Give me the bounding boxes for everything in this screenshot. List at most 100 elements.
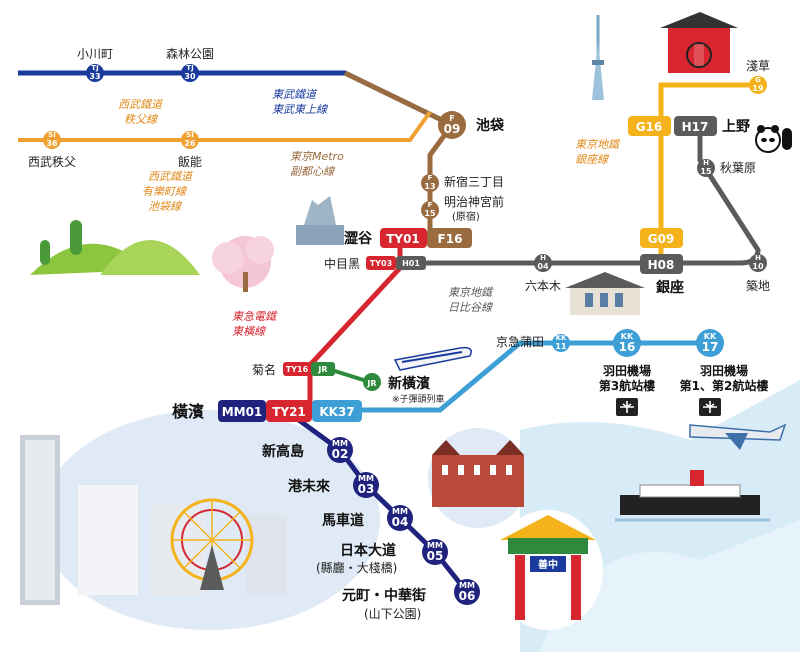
station-code: MM <box>392 507 408 516</box>
cherry-blossom-icon <box>212 236 274 292</box>
station-yokohama: MM01 TY21 KK37 橫濱 <box>172 400 362 422</box>
station-name: 新高島 <box>262 443 304 460</box>
station-code: H <box>540 254 546 262</box>
station-num: 09 <box>444 122 461 136</box>
line-label-seibu-chichibu: 西武鐵道秩父線 <box>118 98 164 126</box>
station-code: MM <box>332 439 348 448</box>
station-asakusa: G 19 淺草 <box>746 59 770 94</box>
station-shinrinkoen: TJ 30 森林公園 <box>166 46 214 82</box>
station-code-hibiya: H08 <box>648 258 675 272</box>
station-ginza: G09 H08 銀座 <box>640 228 684 296</box>
station-name: 西武秩父 <box>28 155 76 169</box>
station-tsukiji: H 10 築地 <box>746 254 770 293</box>
station-code: MM <box>459 581 475 590</box>
skytree-icon <box>592 15 604 100</box>
dog-statue-icon <box>296 196 344 245</box>
station-name: 菊名 <box>252 362 276 377</box>
station-kikuna: TY16 JR 菊名 <box>252 362 335 377</box>
station-subname: (山下公園) <box>364 607 421 621</box>
station-name: 日本大道 <box>340 542 396 559</box>
station-code-mm: MM01 <box>222 405 263 419</box>
station-num: 10 <box>752 262 764 271</box>
station-num: 06 <box>459 589 476 603</box>
station-code-keikyu: KK37 <box>319 405 354 419</box>
line-label-tobu-l2: 東武東上線 <box>272 103 329 116</box>
station-shibuya: TY01 F16 澀谷 <box>344 228 472 248</box>
ginza-building-illustration <box>565 272 645 315</box>
station-num: 30 <box>184 72 196 81</box>
station-minatomirai: MM 03 港未來 <box>288 472 379 498</box>
station-code: F <box>428 201 433 209</box>
station-name: 港未來 <box>288 478 330 495</box>
station-shintakashima: MM 02 新高島 <box>262 437 353 463</box>
station-num: 17 <box>702 340 719 354</box>
station-code: SI <box>48 131 56 139</box>
station-name: 淺草 <box>746 59 770 73</box>
station-name: 橫濱 <box>172 402 204 421</box>
station-num: 19 <box>752 84 764 93</box>
station-num: 02 <box>332 447 349 461</box>
station-roppongi: H 04 六本木 <box>525 254 561 293</box>
station-num: 16 <box>619 340 636 354</box>
station-name: 京急蒲田 <box>496 334 544 349</box>
station-shinyokohama: JR 新橫濱 ※子彈頭列車 <box>363 373 445 405</box>
station-name: 馬車道 <box>322 512 364 529</box>
station-name: 羽田機場第1、第2航站樓 <box>680 363 769 393</box>
station-code: MM <box>358 474 374 483</box>
station-ueno: G16 H17 上野 <box>628 116 750 136</box>
station-num: 13 <box>424 182 435 191</box>
brick-warehouse-illustration <box>428 428 528 528</box>
station-hanno: SI 26 飯能 <box>178 131 202 169</box>
station-name: 銀座 <box>656 279 684 296</box>
station-shinjuku3: F 13 新宿三丁目 <box>421 174 504 192</box>
station-name: 小川町 <box>77 47 113 61</box>
airplane-illustration <box>689 423 787 450</box>
station-num: 36 <box>46 139 58 148</box>
station-name: 池袋 <box>476 117 505 134</box>
station-num: 33 <box>89 72 100 81</box>
station-code: F <box>428 174 433 182</box>
station-name: 羽田機場第3航站樓 <box>599 363 655 393</box>
station-code: H <box>703 159 709 167</box>
station-num: 05 <box>427 549 444 563</box>
station-bashamichi: MM 04 馬車道 <box>322 505 413 531</box>
station-num: 04 <box>392 515 409 529</box>
line-label-seibu-ikebukuro: 西武鐵道有樂町線池袋線 <box>142 170 194 213</box>
bullet-train-icon <box>393 346 472 371</box>
station-code-jr: JR <box>317 365 327 374</box>
station-code-ginza: G16 <box>636 120 663 134</box>
ship-illustration <box>615 470 770 522</box>
station-code: JR <box>366 379 376 388</box>
line-tokyu <box>307 240 403 410</box>
station-seibuchichibu: SI 36 西武秩父 <box>28 131 76 169</box>
station-code: KK <box>556 334 567 342</box>
station-name: 上野 <box>722 119 750 135</box>
station-name: 元町・中華街 <box>342 587 426 604</box>
station-code: TJ <box>91 64 98 72</box>
station-num: 15 <box>424 209 436 218</box>
station-code-hibiya: H17 <box>682 120 709 134</box>
station-code: F <box>449 114 454 123</box>
station-name: 中目黑 <box>324 256 360 271</box>
hills-illustration <box>30 220 200 275</box>
station-subname: (縣廳・大棧橋) <box>316 560 397 575</box>
station-name: 新橫濱 <box>388 375 430 392</box>
station-name: 新宿三丁目 <box>444 174 504 189</box>
station-haneda3: KK 16 羽田機場第3航站樓 <box>599 329 655 416</box>
line-ginza <box>658 82 760 263</box>
station-name: 森林公園 <box>166 46 214 61</box>
station-code: MM <box>427 541 443 550</box>
station-code: H <box>755 254 761 262</box>
station-num: 03 <box>358 482 375 496</box>
line-label-tobu-l1: 東武鐵道 <box>272 88 318 101</box>
kaminarimon-icon <box>660 12 738 73</box>
station-nakameguro: TY03 H01 中目黑 <box>324 256 426 271</box>
line-tobu-tojo <box>18 70 454 128</box>
line-label-tobu: 東武鐵道東武東上線 <box>272 88 329 116</box>
station-code-hibiya: H01 <box>402 259 420 268</box>
airplane-icon <box>616 398 638 416</box>
station-name: 六本木 <box>525 279 561 293</box>
